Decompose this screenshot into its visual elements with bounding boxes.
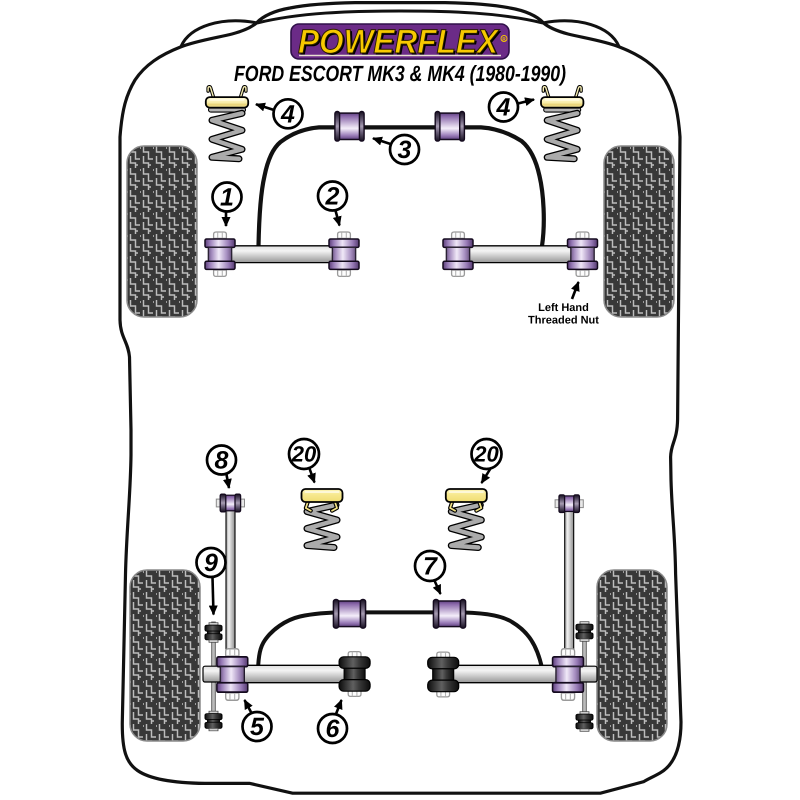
svg-text:20: 20 — [473, 442, 499, 467]
svg-text:POWERFLEX: POWERFLEX — [300, 25, 502, 63]
svg-text:Threaded Nut: Threaded Nut — [528, 315, 599, 327]
svg-text:6: 6 — [326, 715, 341, 743]
svg-text:2: 2 — [325, 183, 340, 211]
svg-text:Left Hand: Left Hand — [538, 302, 589, 314]
svg-text:7: 7 — [423, 553, 438, 581]
svg-text:9: 9 — [204, 549, 218, 577]
svg-text:R: R — [502, 37, 506, 42]
svg-text:3: 3 — [398, 136, 412, 164]
svg-text:4: 4 — [496, 94, 511, 122]
svg-text:FORD ESCORT MK3 & MK4 (1980-19: FORD ESCORT MK3 & MK4 (1980-1990) — [234, 61, 566, 86]
svg-text:POWERFLEX: POWERFLEX — [298, 23, 500, 61]
svg-text:20: 20 — [291, 442, 317, 467]
svg-text:8: 8 — [215, 447, 229, 475]
svg-text:1: 1 — [220, 184, 234, 212]
svg-text:5: 5 — [250, 713, 265, 741]
svg-text:4: 4 — [280, 100, 295, 128]
